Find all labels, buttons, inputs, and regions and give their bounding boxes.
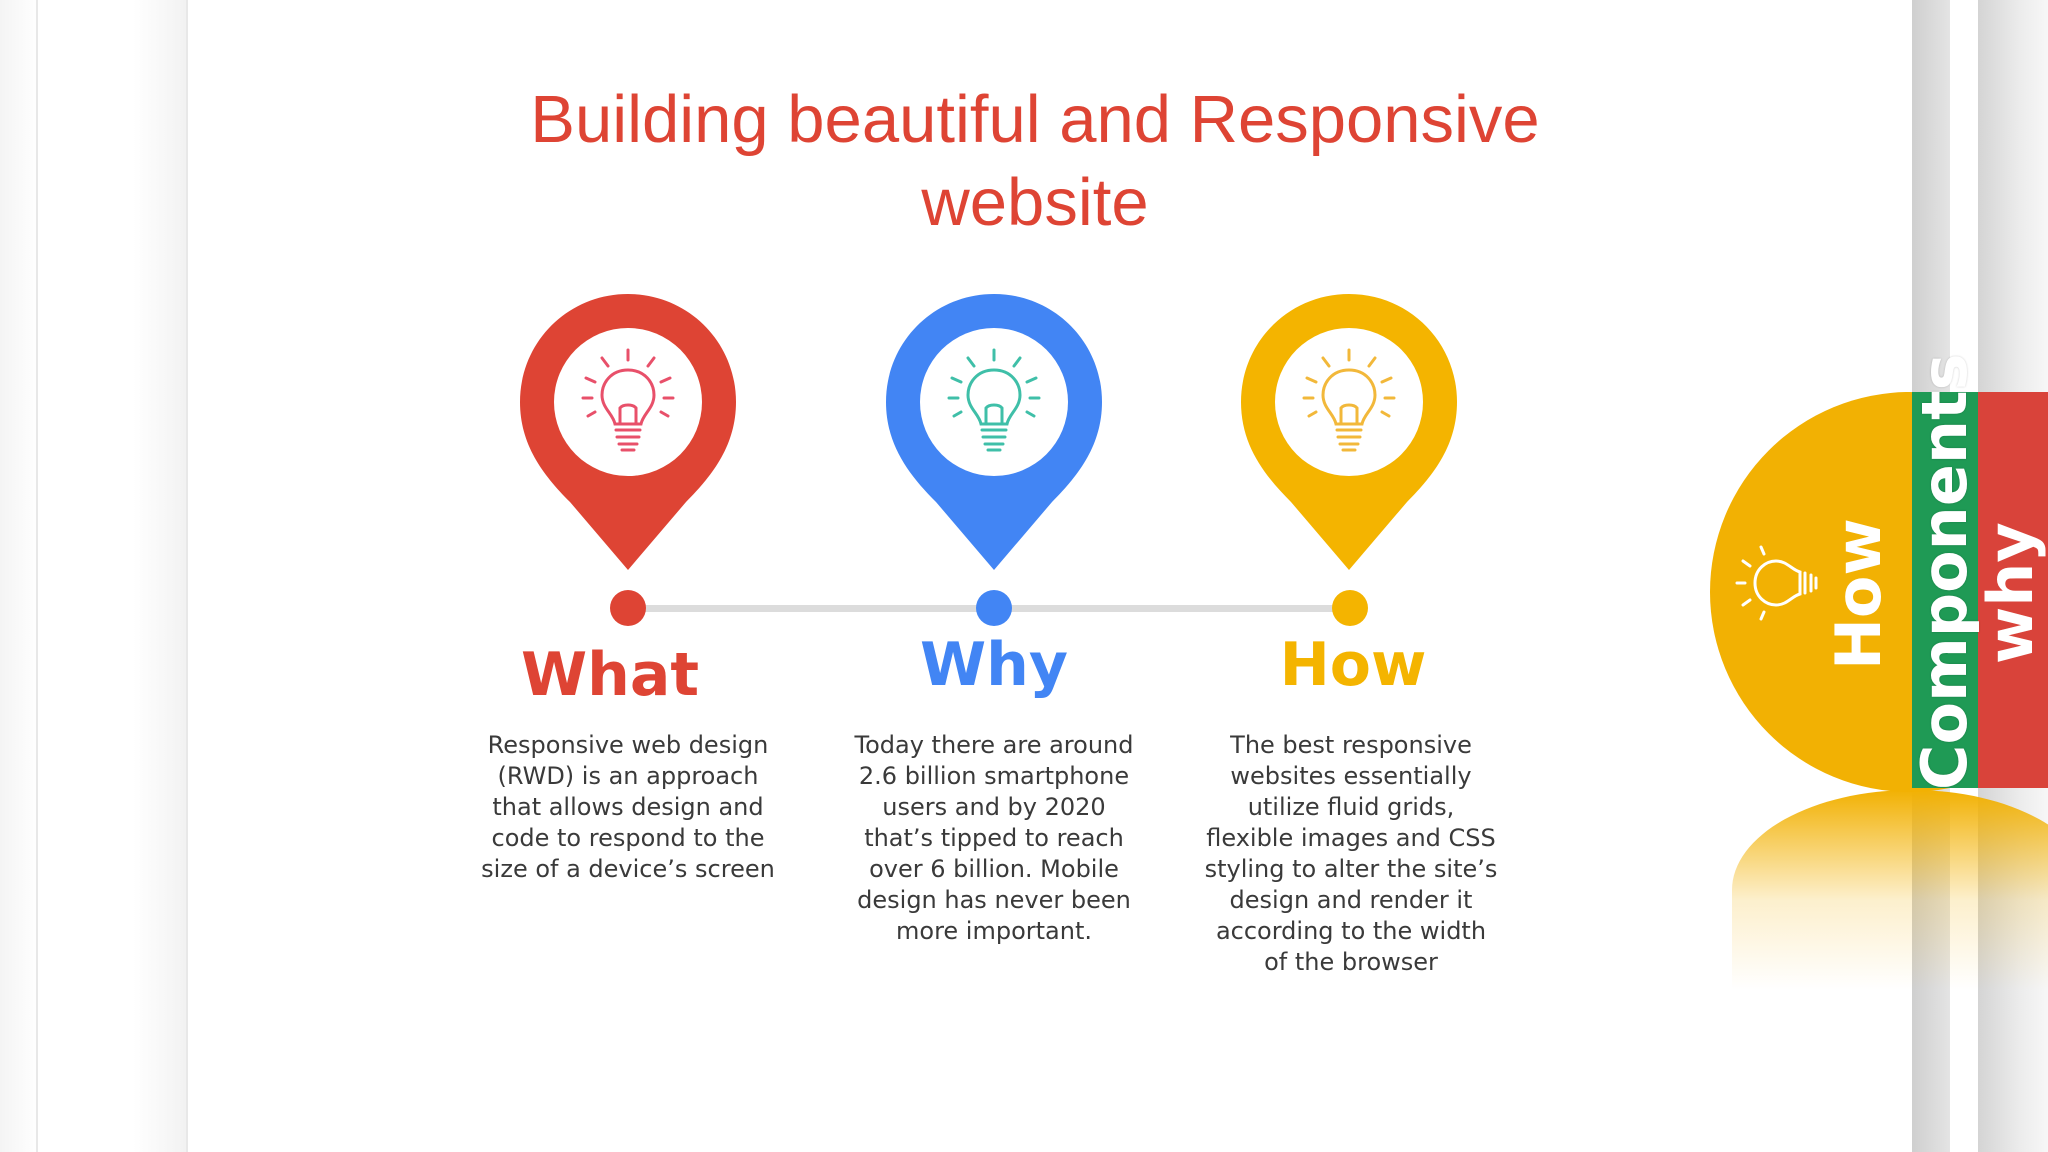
circle-reflection <box>1732 790 2048 990</box>
lightbulb-icon <box>578 346 678 458</box>
side-tabs-panel: How Components why <box>1710 0 2048 1152</box>
side-tab-components-label[interactable]: Components <box>1908 353 1981 790</box>
title-line-2: website <box>921 165 1149 240</box>
how-pin-icon <box>1241 294 1457 570</box>
heading-why: Why <box>919 630 1068 700</box>
page-edge-line <box>186 0 188 1152</box>
description-what: Responsive web design (RWD) is an approa… <box>481 731 775 883</box>
lightbulb-icon <box>944 346 1044 458</box>
side-tab-why[interactable] <box>1978 392 2048 788</box>
side-tab-components[interactable] <box>1912 392 1978 788</box>
why-pin-icon <box>886 294 1102 570</box>
page-title: Building beautiful and Responsive websit… <box>460 78 1610 244</box>
timeline-dot-why <box>976 590 1012 626</box>
side-tab-how-label[interactable]: How <box>1822 518 1895 670</box>
timeline-dot-how <box>1332 590 1368 626</box>
what-pin-icon <box>520 294 736 570</box>
heading-how: How <box>1279 630 1427 700</box>
slide <box>188 0 1913 1152</box>
lightbulb-icon <box>1730 540 1826 631</box>
side-tab-why-label[interactable]: why <box>1974 522 2047 664</box>
timeline-dot-what <box>610 590 646 626</box>
description-how: The best responsive websites essentially… <box>1204 731 1498 976</box>
lightbulb-icon <box>1299 346 1399 458</box>
description-why: Today there are around 2.6 billion smart… <box>854 731 1134 945</box>
left-page-shadow <box>0 0 190 1152</box>
page-edge-line <box>36 0 38 1152</box>
title-line-1: Building beautiful and Responsive <box>530 82 1540 157</box>
heading-what: What <box>520 640 700 710</box>
